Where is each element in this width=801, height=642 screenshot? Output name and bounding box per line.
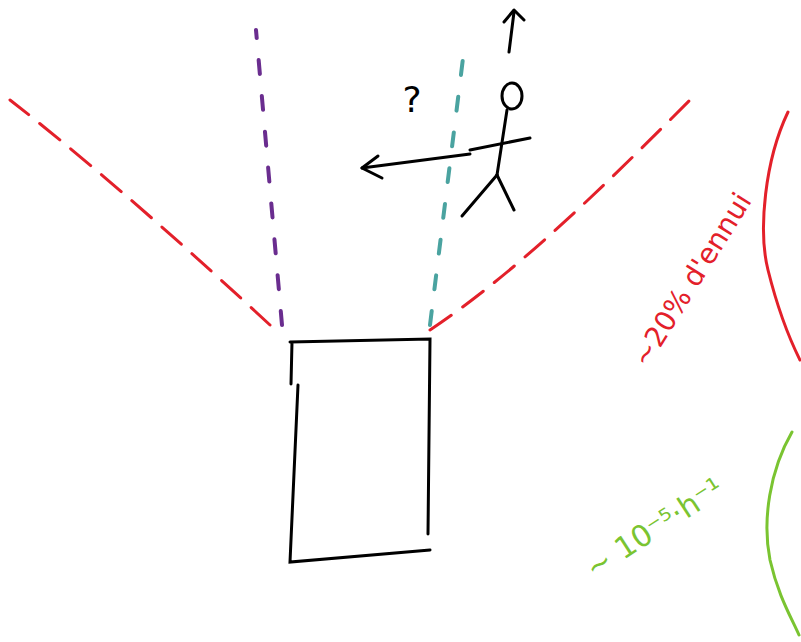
question-mark: ? bbox=[402, 82, 421, 118]
red-annotation: ~20% d'ennui bbox=[628, 188, 757, 371]
block-outline bbox=[290, 339, 430, 562]
left-arrow bbox=[362, 154, 470, 178]
green-annotation: ~ 10⁻⁵·h⁻¹ bbox=[581, 473, 729, 584]
red-dashed-ray bbox=[430, 100, 690, 330]
purple-dashed-ray bbox=[256, 30, 282, 325]
teal-dashed-ray bbox=[430, 42, 465, 325]
red-bracket bbox=[764, 112, 800, 360]
red-dashed-ray bbox=[10, 100, 270, 325]
green-bracket bbox=[767, 432, 799, 635]
up-arrow bbox=[504, 10, 524, 52]
stick-figure bbox=[462, 83, 530, 216]
